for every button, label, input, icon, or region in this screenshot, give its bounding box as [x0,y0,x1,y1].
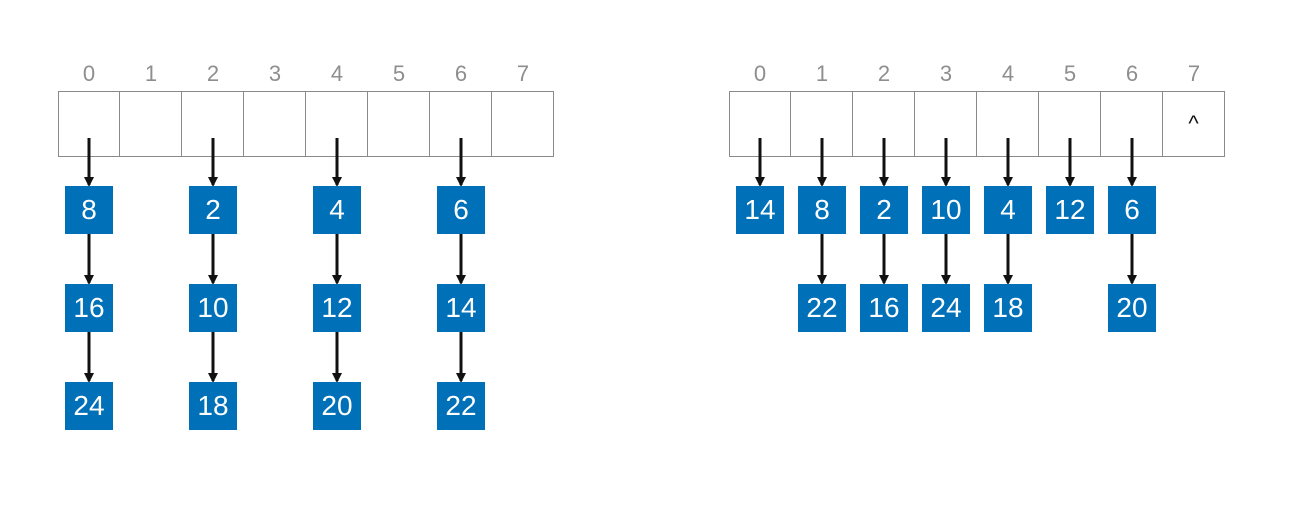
list-node: 14 [736,186,784,234]
bucket-cell: ^ [1163,91,1225,157]
bucket-index-label: 1 [815,61,829,86]
bucket-index-label: 6 [1125,61,1139,86]
list-node: 16 [65,284,113,332]
bucket-index-label: 5 [392,61,406,86]
bucket-cell [791,91,853,157]
list-node: 16 [860,284,908,332]
list-node: 20 [313,382,361,430]
bucket-cell-value: ^ [1188,111,1199,136]
bucket-cell [853,91,915,157]
list-node: 22 [798,284,846,332]
bucket-cell [120,91,182,157]
list-node: 12 [313,284,361,332]
list-node: 24 [65,382,113,430]
bucket-cell [1039,91,1101,157]
list-node: 10 [922,186,970,234]
list-node: 14 [437,284,485,332]
bucket-cell [492,91,554,157]
list-node: 12 [1046,186,1094,234]
bucket-index-label: 1 [144,61,158,86]
list-node: 4 [984,186,1032,234]
bucket-cell [977,91,1039,157]
list-node: 22 [437,382,485,430]
bucket-cell [244,91,306,157]
list-node: 6 [437,186,485,234]
bucket-index-label: 3 [939,61,953,86]
bucket-cell [729,91,791,157]
list-node: 18 [984,284,1032,332]
bucket-index-label: 2 [206,61,220,86]
bucket-index-label: 5 [1063,61,1077,86]
bucket-cell [1101,91,1163,157]
list-node: 10 [189,284,237,332]
bucket-index-label: 4 [330,61,344,86]
bucket-index-label: 0 [82,61,96,86]
list-node: 24 [922,284,970,332]
bucket-index-label: 2 [877,61,891,86]
list-node: 6 [1108,186,1156,234]
bucket-cell [368,91,430,157]
bucket-cell [915,91,977,157]
bucket-index-label: 4 [1001,61,1015,86]
list-node: 2 [189,186,237,234]
bucket-index-label: 0 [753,61,767,86]
bucket-index-label: 6 [454,61,468,86]
list-node: 20 [1108,284,1156,332]
bucket-index-label: 7 [1187,61,1201,86]
bucket-index-label: 7 [516,61,530,86]
list-node: 8 [65,186,113,234]
list-node: 8 [798,186,846,234]
bucket-index-label: 3 [268,61,282,86]
list-node: 4 [313,186,361,234]
list-node: 18 [189,382,237,430]
list-node: 2 [860,186,908,234]
